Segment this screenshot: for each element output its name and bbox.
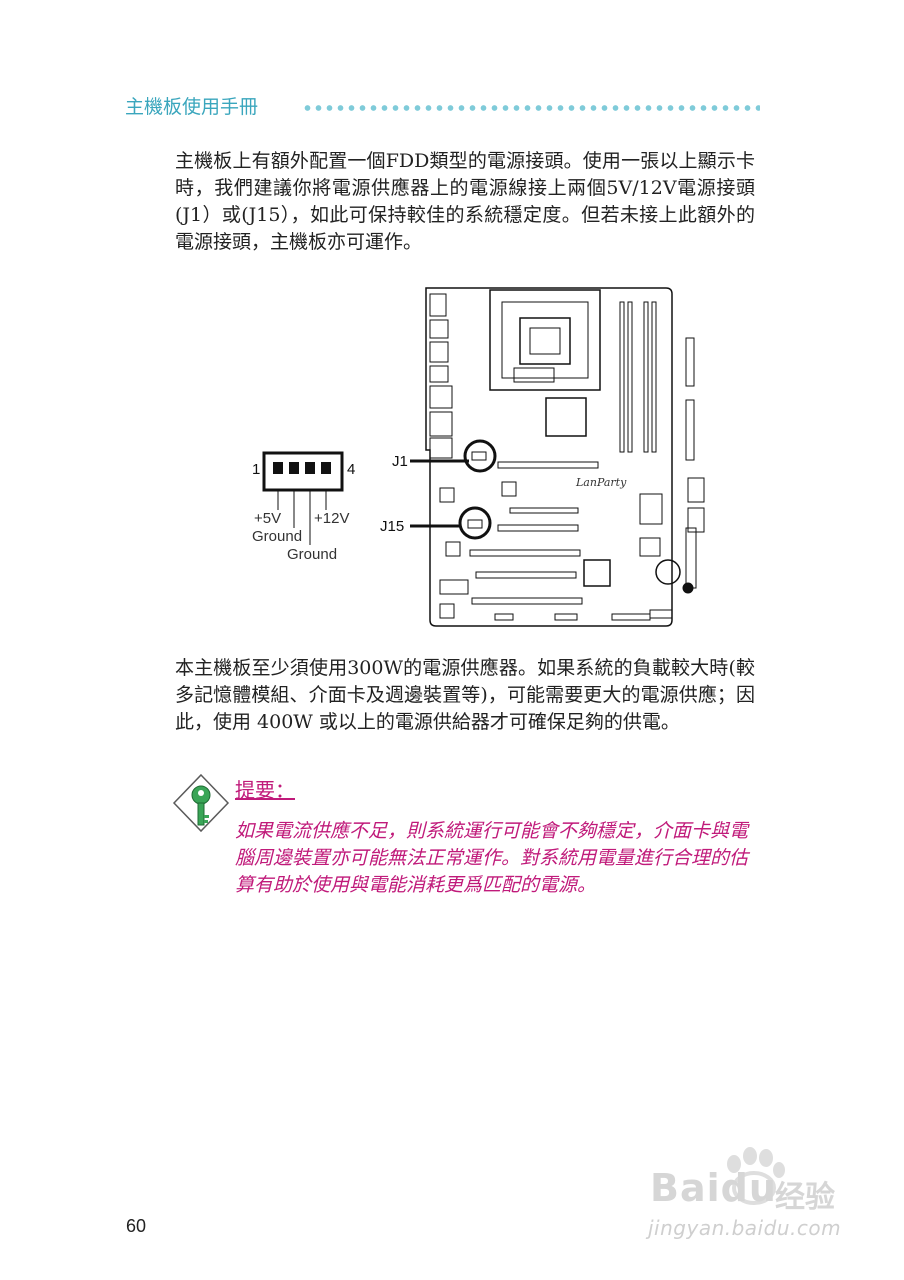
paw-icon	[727, 1147, 785, 1205]
header-dot-rule	[302, 104, 760, 112]
header-title: 主機板使用手冊	[125, 96, 259, 118]
key-icon	[172, 773, 230, 833]
paragraph-power-supply: 本主機板至少須使用300W的電源供應器。如果系統的負載較大時(較多記憶體模組、介…	[175, 657, 755, 733]
pin-4-label: 4	[347, 461, 355, 478]
watermark-brand: Baidu	[650, 1166, 777, 1210]
label-12v: +12V	[314, 510, 349, 527]
note-text: 如果電流供應不足，則系統運行可能會不夠穩定，介面卡與電腦周邊裝置亦可能無法正常運…	[235, 820, 749, 896]
board-logo: LanParty	[575, 476, 627, 489]
label-j1: J1	[392, 453, 408, 470]
j15-highlight-circle	[458, 506, 492, 540]
motherboard-diagram: 1 4 +5V +12V Ground Ground J1 J15	[252, 287, 705, 627]
label-ground-2: Ground	[287, 546, 337, 563]
motherboard-outline	[425, 287, 705, 627]
paragraph-power-connector: 主機板上有額外配置一個FDD類型的電源接頭。使用一張以上顯示卡時，我們建議你將電…	[175, 150, 755, 253]
label-5v: +5V	[254, 510, 281, 527]
page-number: 60	[126, 1216, 147, 1236]
pin-1-label: 1	[252, 461, 260, 478]
fdd-power-connector	[262, 451, 344, 545]
watermark-cn: 经验	[775, 1180, 835, 1215]
watermark-url: jingyan.baidu.com	[648, 1216, 842, 1240]
label-ground-1: Ground	[252, 528, 302, 545]
note-title: 提要：	[235, 778, 295, 802]
j1-highlight-circle	[463, 439, 497, 473]
label-j15: J15	[380, 518, 404, 535]
